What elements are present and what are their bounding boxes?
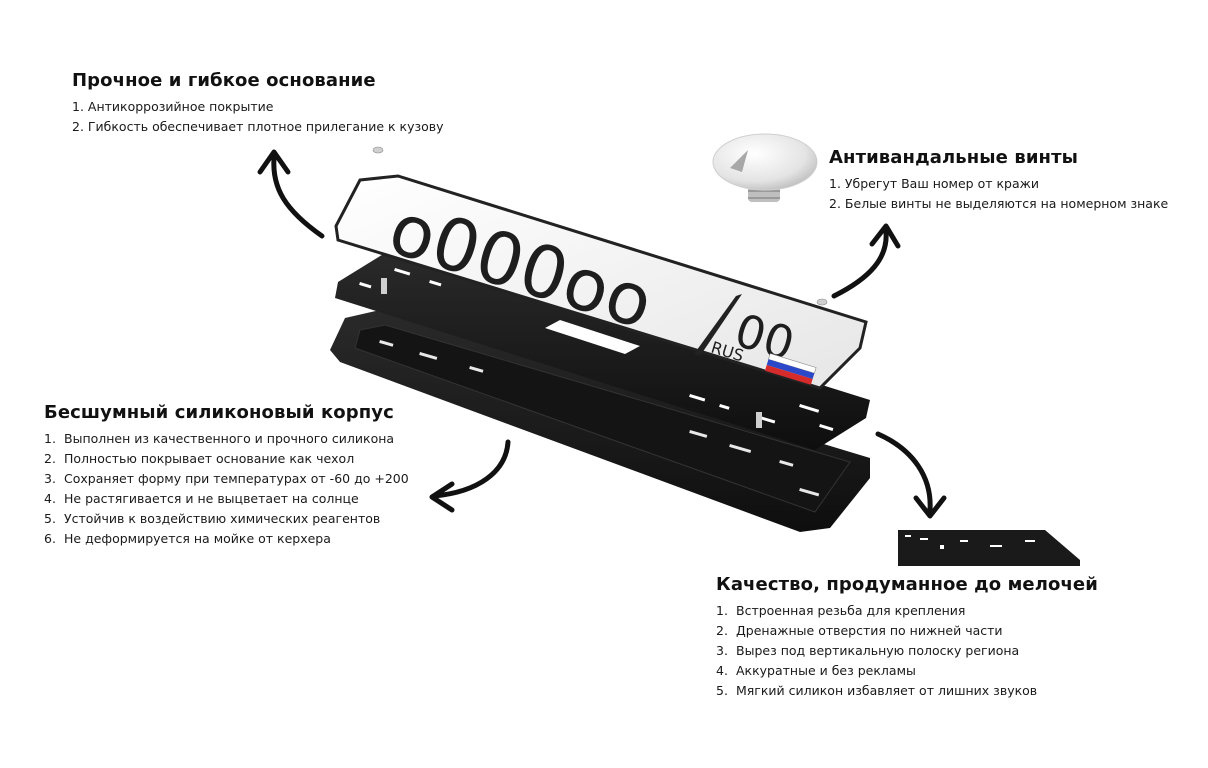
list-number: 1. — [44, 431, 56, 446]
list-text: Полностью покрывает основание как чехол — [64, 451, 355, 466]
list-item: 1. Антикоррозийное покрытие — [72, 97, 444, 117]
list-number: 2. — [829, 196, 841, 211]
list-text: Не деформируется на мойке от керхера — [64, 531, 331, 546]
list-number: 4. — [44, 491, 56, 506]
list-item: 4. Аккуратные и без рекламы — [716, 661, 1098, 681]
list-text: Не растягивается и не выцветает на солнц… — [64, 491, 359, 506]
feature-block-quality: Качество, продуманное до мелочей 1. Встро… — [716, 574, 1098, 701]
list-item: 2. Гибкость обеспечивает плотное прилега… — [72, 117, 444, 137]
feature-list: 1. Выполнен из качественного и прочного с… — [44, 429, 409, 549]
feature-block-silent: Бесшумный силиконовый корпус 1. Выполнен … — [44, 402, 409, 549]
russian-flag-icon — [764, 353, 817, 385]
feature-title: Прочное и гибкое основание — [72, 70, 376, 91]
list-text: Вырез под вертикальную полоску региона — [736, 643, 1020, 658]
list-number: 1. — [72, 99, 84, 114]
feature-list: 1. Встроенная резьба для крепления 2. Дрен… — [716, 601, 1098, 701]
feature-title: Антивандальные винты — [829, 147, 1078, 168]
list-text: Встроенная резьба для крепления — [736, 603, 966, 618]
list-item: 5. Мягкий силикон избавляет от лишних зву… — [716, 681, 1098, 701]
list-text: Гибкость обеспечивает плотное прилегание… — [87, 119, 444, 134]
list-text: Мягкий силикон избавляет от лишних звуко… — [736, 683, 1038, 698]
list-text: Выполнен из качественного и прочного сил… — [64, 431, 395, 446]
list-text: Сохраняет форму при температурах от -60 … — [64, 471, 409, 486]
feature-block-screws: Антивандальные винты 1. Убрегут Ваш номе… — [829, 147, 1168, 214]
frame-profile-piece — [898, 530, 1080, 566]
list-text: Белые винты не выделяются на номерном зн… — [844, 196, 1169, 211]
list-number: 5. — [44, 511, 56, 526]
curved-arrow-icon — [257, 149, 947, 519]
list-number: 1. — [829, 176, 841, 191]
list-item: 1. Выполнен из качественного и прочного с… — [44, 429, 409, 449]
silicone-case — [330, 310, 870, 532]
feature-block-base: Прочное и гибкое основание 1. Антикорроз… — [72, 70, 444, 137]
list-number: 4. — [716, 663, 728, 678]
list-number: 2. — [716, 623, 728, 638]
feature-list: 1. Убрегут Ваш номер от кражи 2. Белые в… — [829, 174, 1168, 214]
screw-icon — [712, 133, 818, 202]
list-text: Устойчив к воздействию химических реаген… — [64, 511, 381, 526]
list-text: Дренажные отверстия по нижней части — [736, 623, 1003, 638]
list-number: 6. — [44, 531, 56, 546]
list-item: 2. Полностью покрывает основание как чехо… — [44, 449, 409, 469]
list-text: Антикоррозийное покрытие — [87, 99, 274, 114]
list-item: 3. Сохраняет форму при температурах от -6… — [44, 469, 409, 489]
list-number: 5. — [716, 683, 728, 698]
list-number: 2. — [44, 451, 56, 466]
list-item: 2. Белые винты не выделяются на номерном… — [829, 194, 1168, 214]
list-item: 4. Не растягивается и не выцветает на сол… — [44, 489, 409, 509]
list-item: 2. Дренажные отверстия по нижней части — [716, 621, 1098, 641]
list-item: 3. Вырез под вертикальную полоску региона — [716, 641, 1098, 661]
metal-base-frame — [335, 250, 870, 450]
feature-list: 1. Антикоррозийное покрытие 2. Гибкость … — [72, 97, 444, 137]
feature-title: Качество, продуманное до мелочей — [716, 574, 1098, 595]
list-text: Убрегут Ваш номер от кражи — [844, 176, 1040, 191]
list-item: 1. Убрегут Ваш номер от кражи — [829, 174, 1168, 194]
small-screw-icon — [372, 146, 828, 306]
list-text: Аккуратные и без рекламы — [736, 663, 916, 678]
list-item: 1. Встроенная резьба для крепления — [716, 601, 1098, 621]
list-item: 6. Не деформируется на мойке от керхера — [44, 529, 409, 549]
list-number: 1. — [716, 603, 728, 618]
feature-title: Бесшумный силиконовый корпус — [44, 402, 394, 423]
list-number: 2. — [72, 119, 84, 134]
list-item: 5. Устойчив к воздействию химических реаг… — [44, 509, 409, 529]
list-number: 3. — [44, 471, 56, 486]
list-number: 3. — [716, 643, 728, 658]
